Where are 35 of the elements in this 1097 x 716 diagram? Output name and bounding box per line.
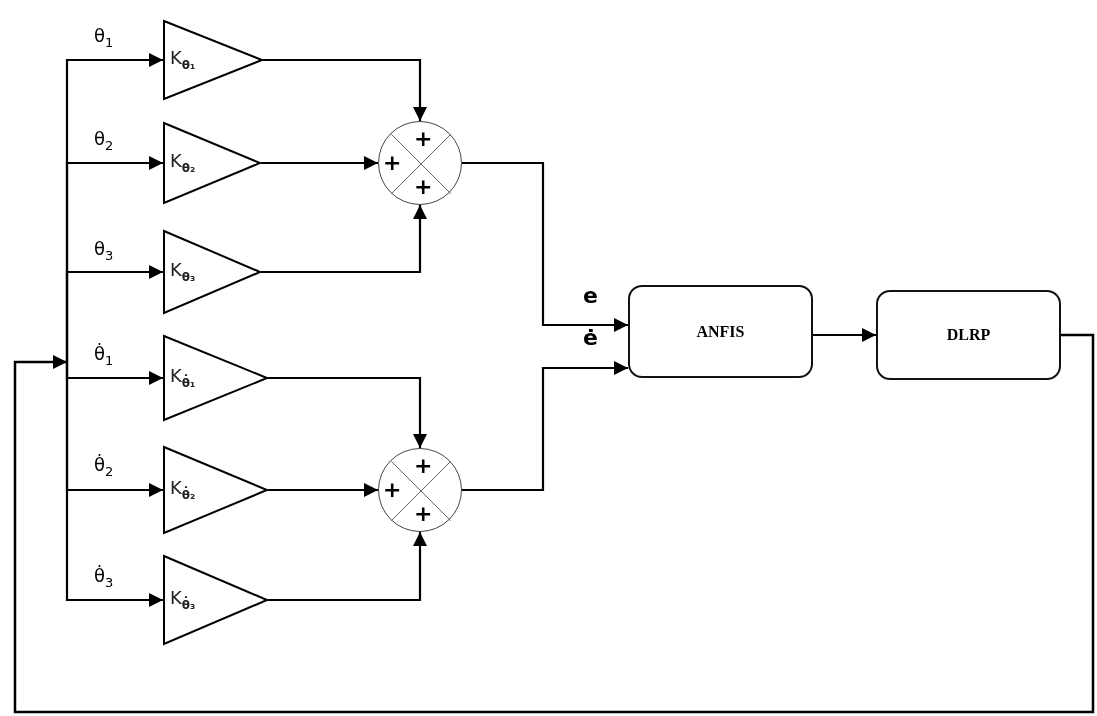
arrow [268,483,378,497]
arrow [462,361,628,492]
arrow [261,156,378,170]
plus-sign: + [414,176,433,198]
arrow [65,362,163,607]
gain-label: K$_{θ₂}$ [170,150,196,177]
arrow [268,376,427,448]
gain-label: K$_{θ̇₁}$ [170,365,196,392]
gain-triangle [163,446,268,534]
arrow [261,205,427,274]
block-label: ANFIS [696,322,745,341]
arrow [65,265,163,362]
plus-sign: + [383,479,402,501]
gain-label: K$_{θ̇₃}$ [170,587,196,614]
gain-label: K$_{θ₃}$ [170,259,196,286]
process-box [628,285,813,378]
block-label: DLRP [946,326,991,344]
plus-sign: + [383,152,402,174]
arrow [462,161,628,332]
gain-triangle [163,20,263,100]
plus-sign: + [414,503,433,525]
process-box [876,290,1061,380]
gain-triangle [163,230,261,314]
arrow [263,58,427,121]
gain-label: K$_{θ̇₂}$ [170,477,196,504]
edge-label: ė [583,328,598,348]
plus-sign: + [414,128,433,150]
gain-label: K$_{θ₁}$ [170,47,196,74]
arrow [268,532,427,602]
gain-triangle [163,335,268,421]
gain-triangle [163,555,268,645]
arrow [813,328,876,342]
plus-sign: + [414,455,433,477]
gain-triangle [163,122,261,204]
feedback-arrow [13,333,1095,714]
